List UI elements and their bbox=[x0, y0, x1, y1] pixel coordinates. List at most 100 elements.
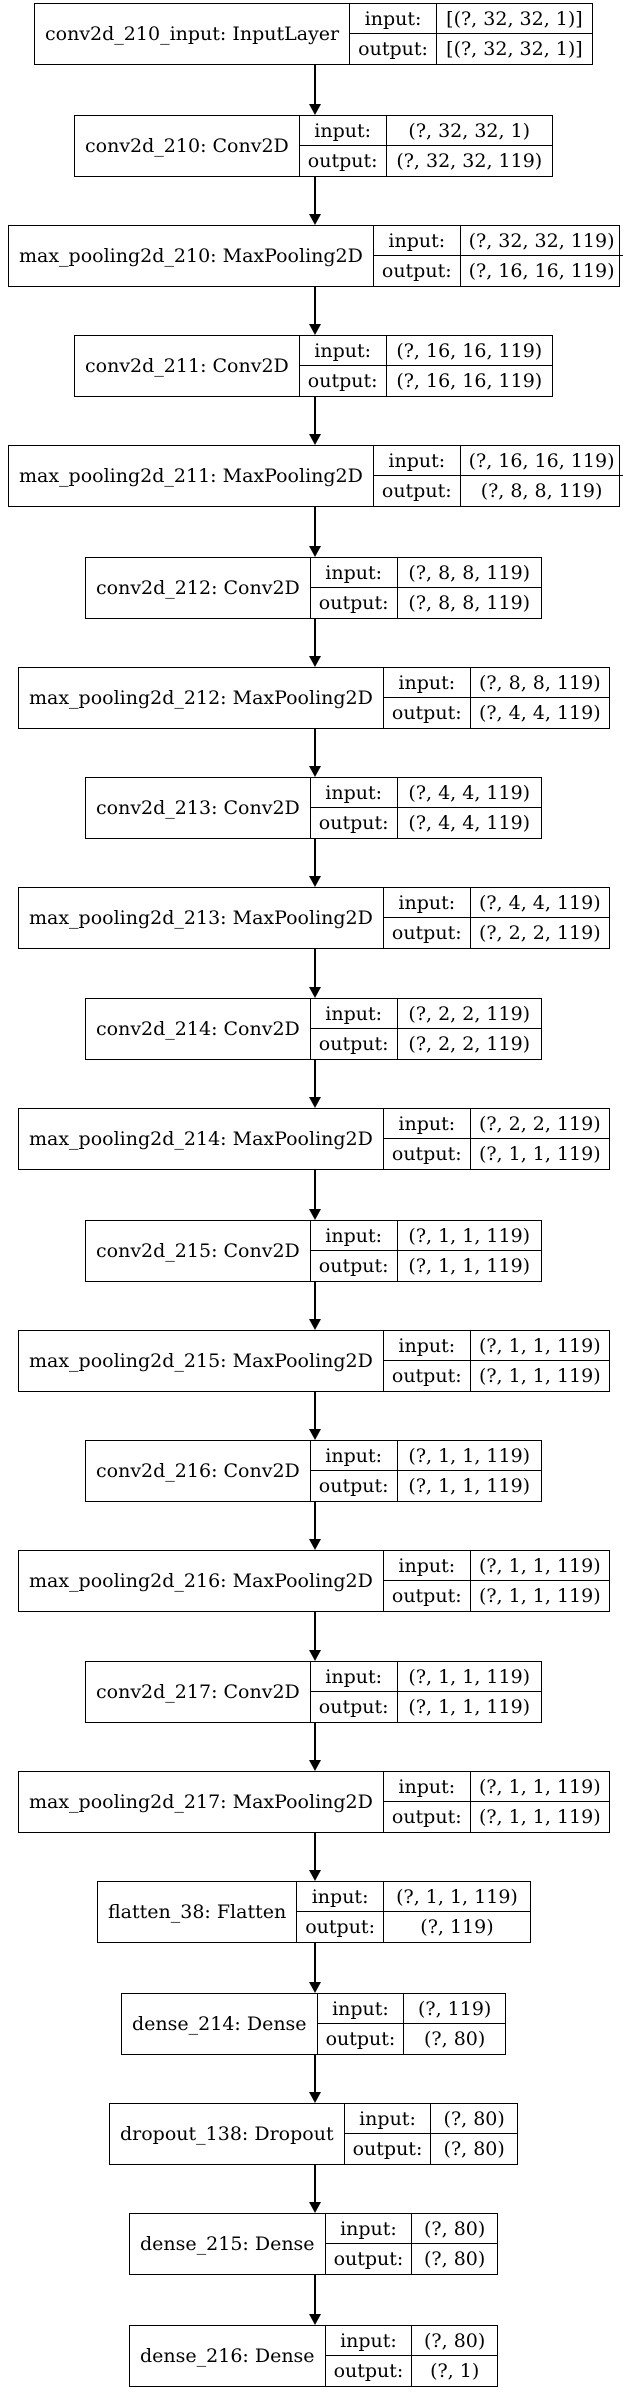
layer-shape-table: input:(?, 1, 1, 119)output:(?, 1, 1, 119… bbox=[383, 1772, 609, 1832]
input-shape: (?, 32, 32, 119) bbox=[460, 226, 623, 256]
input-label: input: bbox=[325, 2326, 413, 2356]
layer-name: dense_216: Dense bbox=[130, 2326, 326, 2386]
output-shape: (?, 2, 2, 119) bbox=[478, 922, 601, 944]
layer-name: conv2d_212: Conv2D bbox=[86, 558, 311, 618]
arrow-head-icon bbox=[309, 1870, 321, 1881]
input-label: input: bbox=[325, 2214, 413, 2244]
connector-arrow bbox=[314, 1282, 316, 1320]
connector-arrow bbox=[314, 1612, 316, 1651]
connector-arrow bbox=[314, 2275, 316, 2315]
layer-name: conv2d_214: Conv2D bbox=[86, 999, 311, 1059]
input-label: input: bbox=[310, 1441, 398, 1471]
input-label: input: bbox=[350, 4, 437, 34]
layer-name: flatten_38: Flatten bbox=[98, 1882, 298, 1942]
arrow-head-icon bbox=[309, 1429, 321, 1440]
output-label: output: bbox=[311, 1029, 398, 1059]
output-shape: (?, 80) bbox=[424, 2028, 486, 2050]
input-shape: (?, 32, 32, 1) bbox=[386, 116, 552, 146]
output-shape: (?, 16, 16, 119) bbox=[468, 260, 615, 282]
arrow-head-icon bbox=[309, 1982, 321, 1993]
layer-shape-table: input:(?, 16, 16, 119)output:(?, 16, 16,… bbox=[299, 336, 552, 396]
output-label: output: bbox=[374, 476, 461, 506]
input-shape: (?, 1, 1, 119) bbox=[397, 1441, 541, 1471]
output-shape: [(?, 32, 32, 1)] bbox=[446, 38, 583, 60]
layer-name: dense_215: Dense bbox=[130, 2214, 326, 2274]
input-label: input: bbox=[373, 226, 461, 256]
arrow-head-icon bbox=[309, 1209, 321, 1220]
connector-arrow bbox=[314, 287, 316, 325]
arrow-head-icon bbox=[309, 2314, 321, 2325]
input-shape: (?, 16, 16, 119) bbox=[460, 446, 623, 476]
layer-name: dense_214: Dense bbox=[122, 1994, 318, 2054]
arrow-head-icon bbox=[309, 1319, 321, 1330]
connector-arrow bbox=[314, 65, 316, 105]
input-label: input: bbox=[310, 778, 398, 808]
output-shape: (?, 16, 16, 119) bbox=[396, 370, 543, 392]
output-label: output: bbox=[311, 588, 398, 618]
input-shape: (?, 16, 16, 119) bbox=[386, 336, 552, 366]
input-label: input: bbox=[383, 1772, 471, 1802]
arrow-head-icon bbox=[309, 656, 321, 667]
connector-arrow bbox=[314, 1943, 316, 1983]
input-shape: (?, 8, 8, 119) bbox=[397, 558, 541, 588]
layer-shape-table: input:(?, 2, 2, 119)output:(?, 1, 1, 119… bbox=[383, 1109, 609, 1169]
input-shape: (?, 1, 1, 119) bbox=[470, 1331, 609, 1361]
output-shape: (?, 4, 4, 119) bbox=[478, 702, 601, 724]
output-shape: (?, 1) bbox=[430, 2360, 480, 2382]
input-shape: (?, 4, 4, 119) bbox=[397, 778, 541, 808]
output-shape: (?, 1, 1, 119) bbox=[408, 1255, 531, 1277]
layer-shape-table: input:(?, 1, 1, 119)output:(?, 1, 1, 119… bbox=[310, 1221, 541, 1281]
layer-name: conv2d_213: Conv2D bbox=[86, 778, 311, 838]
output-shape: (?, 1, 1, 119) bbox=[408, 1475, 531, 1497]
output-shape: (?, 32, 32, 119) bbox=[396, 150, 543, 172]
layer-shape-table: input:(?, 1, 1, 119)output:(?, 119) bbox=[297, 1882, 530, 1942]
connector-arrow bbox=[314, 1833, 316, 1871]
output-shape: (?, 8, 8, 119) bbox=[480, 480, 603, 502]
input-shape: (?, 2, 2, 119) bbox=[397, 999, 541, 1029]
layer-shape-table: input:(?, 119)output:(?, 80) bbox=[317, 1994, 505, 2054]
output-label: output: bbox=[350, 34, 437, 64]
arrow-head-icon bbox=[309, 434, 321, 445]
input-label: input: bbox=[317, 1994, 405, 2024]
output-label: output: bbox=[384, 698, 471, 728]
input-label: input: bbox=[383, 1331, 471, 1361]
output-shape: (?, 8, 8, 119) bbox=[408, 592, 531, 614]
connector-arrow bbox=[314, 729, 316, 767]
layer-name: conv2d_215: Conv2D bbox=[86, 1221, 311, 1281]
output-shape: (?, 4, 4, 119) bbox=[408, 812, 531, 834]
layer-shape-table: input:(?, 4, 4, 119)output:(?, 2, 2, 119… bbox=[383, 888, 609, 948]
layer-name: conv2d_210: Conv2D bbox=[75, 116, 300, 176]
input-label: input: bbox=[373, 446, 461, 476]
layer-name: max_pooling2d_215: MaxPooling2D bbox=[19, 1331, 384, 1391]
layer-name: conv2d_211: Conv2D bbox=[75, 336, 300, 396]
arrow-head-icon bbox=[309, 1097, 321, 1108]
layer-name: conv2d_216: Conv2D bbox=[86, 1441, 311, 1501]
layer-shape-table: input:[(?, 32, 32, 1)]output:[(?, 32, 32… bbox=[350, 4, 592, 64]
output-label: output: bbox=[326, 2356, 413, 2386]
connector-arrow bbox=[314, 619, 316, 657]
connector-arrow bbox=[314, 1502, 316, 1540]
input-shape: (?, 1, 1, 119) bbox=[397, 1662, 541, 1692]
connector-arrow bbox=[314, 397, 316, 435]
input-shape: (?, 80) bbox=[412, 2214, 497, 2244]
output-shape: (?, 1, 1, 119) bbox=[408, 1696, 531, 1718]
output-shape: (?, 80) bbox=[443, 2138, 505, 2160]
output-label: output: bbox=[384, 1802, 471, 1832]
input-label: input: bbox=[310, 1221, 398, 1251]
arrow-head-icon bbox=[309, 546, 321, 557]
input-label: input: bbox=[383, 1109, 471, 1139]
arrow-head-icon bbox=[309, 214, 321, 225]
input-shape: [(?, 32, 32, 1)] bbox=[436, 4, 592, 34]
